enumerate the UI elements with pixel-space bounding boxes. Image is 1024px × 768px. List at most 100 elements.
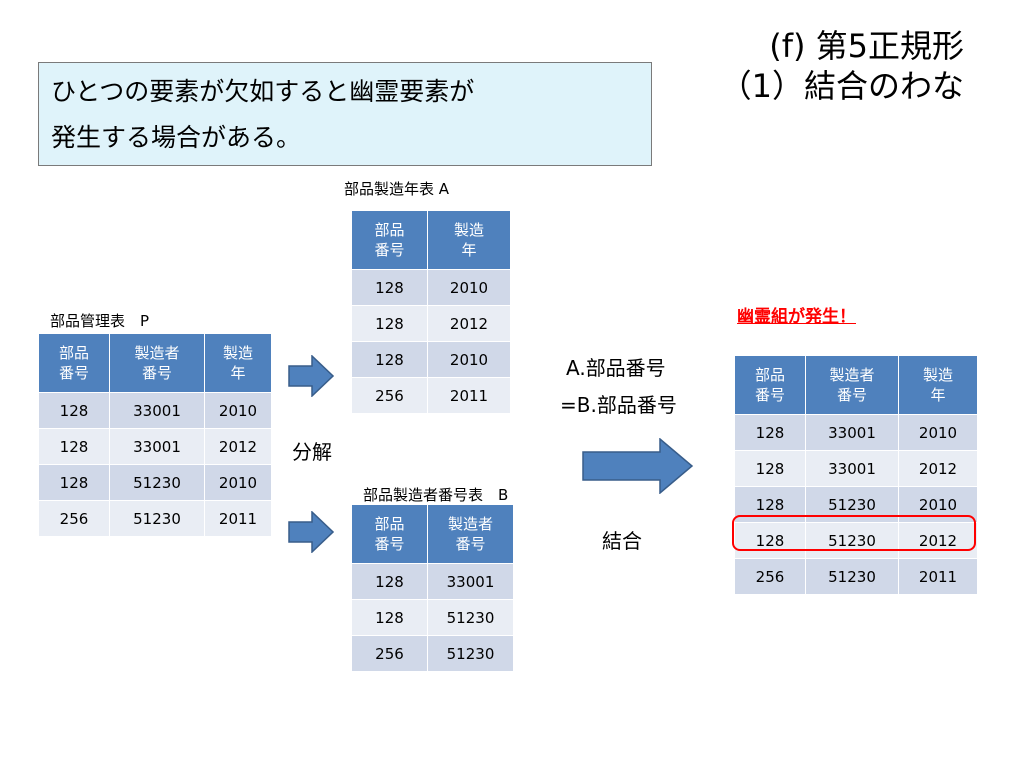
table-cell: 33001 (805, 414, 899, 451)
callout-line2: 発生する場合がある。 (51, 123, 302, 152)
table-header-row: 部品番号 製造者番号 製造年 (734, 355, 978, 415)
table-cell: 128 (38, 392, 110, 429)
column-header-text: 番号 (836, 386, 867, 404)
column-header: 製造者番号 (427, 504, 514, 564)
table-cell: 128 (734, 450, 806, 487)
column-header-text: 製造者 (447, 515, 493, 533)
column-header-text: 番号 (455, 535, 486, 553)
table-header-row: 部品番号製造年 (351, 210, 511, 270)
table-header-row: 部品番号製造者番号製造年 (38, 333, 272, 393)
table-cell: 2010 (204, 464, 272, 501)
slide-title-line2: （1）結合のわな (719, 67, 964, 105)
table-cell: 2011 (427, 377, 511, 414)
table-cell: 128 (351, 269, 428, 306)
table-cell: 2012 (898, 450, 978, 487)
column-header-text: 製造者 (134, 344, 180, 362)
table-cell: 33001 (109, 392, 205, 429)
table-cell: 2012 (204, 428, 272, 465)
column-header-text: 年 (461, 241, 477, 259)
column-header: 部品番号 (351, 504, 428, 564)
ghost-warning: 幽霊組が発生！ (737, 307, 856, 327)
table-cell: 256 (351, 635, 428, 672)
table-b-caption: 部品製造者番号表 B (363, 486, 509, 504)
arrow-shape (288, 511, 334, 553)
arrow-to-table-a-icon (288, 355, 334, 397)
table-cell: 2012 (427, 305, 511, 342)
column-header-text: 部品 (754, 366, 785, 384)
decompose-label: 分解 (292, 440, 332, 464)
table-cell: 33001 (109, 428, 205, 465)
column-header: 製造年 (427, 210, 511, 270)
table-header-row: 部品番号製造者番号 (351, 504, 514, 564)
arrow-shape (582, 438, 694, 494)
table-cell: 128 (351, 599, 428, 636)
arrow-shape (288, 355, 334, 397)
join-condition-line1: A.部品番号 (566, 356, 666, 380)
column-header: 部品番号 (734, 355, 806, 415)
callout-box: ひとつの要素が欠如すると幽霊要素が 発生する場合がある。 (38, 62, 652, 166)
table-cell: 2011 (898, 558, 978, 595)
table-cell: 256 (351, 377, 428, 414)
column-header-text: 製造 (922, 366, 953, 384)
table-cell: 128 (351, 341, 428, 378)
table-cell: 2010 (898, 414, 978, 451)
table-cell: 51230 (109, 464, 205, 501)
table-cell: 51230 (805, 522, 899, 559)
column-header: 部品番号 (351, 210, 428, 270)
table-cell: 51230 (427, 635, 514, 672)
table-cell: 2010 (204, 392, 272, 429)
table-p-caption: 部品管理表 P (50, 312, 150, 330)
join-label: 結合 (602, 529, 642, 553)
table-cell: 2010 (427, 341, 511, 378)
column-header-text: 製造 (453, 221, 484, 239)
table-cell: 256 (38, 500, 110, 537)
column-header-text: 年 (930, 386, 946, 404)
table-cell: 2010 (427, 269, 511, 306)
slide-title: (f) 第5正規形 （1）結合のわな (720, 26, 964, 106)
column-header-text: 部品 (374, 221, 405, 239)
column-header-text: 番号 (374, 241, 405, 259)
ghost-row-highlight (732, 515, 976, 551)
table-cell: 2012 (898, 522, 978, 559)
table-cell: 51230 (109, 500, 205, 537)
table-cell: 128 (351, 563, 428, 600)
table-cell: 128 (38, 428, 110, 465)
table-cell: 128 (734, 414, 806, 451)
column-header: 製造年 (898, 355, 978, 415)
column-header: 部品番号 (38, 333, 110, 393)
callout-line1: ひとつの要素が欠如すると幽霊要素が (51, 77, 475, 106)
table-cell: 128 (351, 305, 428, 342)
table-cell: 51230 (805, 558, 899, 595)
arrow-join-icon (582, 438, 694, 494)
arrow-to-table-b-icon (288, 511, 334, 553)
table-cell: 2011 (204, 500, 272, 537)
column-header-text: 製造 (222, 344, 253, 362)
table-cell: 128 (38, 464, 110, 501)
column-header: 製造年 (204, 333, 272, 393)
column-header-text: 製造者 (829, 366, 875, 384)
table-a-caption: 部品製造年表 A (344, 180, 450, 198)
column-header-text: 番号 (754, 386, 785, 404)
table-cell: 33001 (427, 563, 514, 600)
column-header-text: 年 (230, 364, 246, 382)
column-header-text: 部品 (374, 515, 405, 533)
